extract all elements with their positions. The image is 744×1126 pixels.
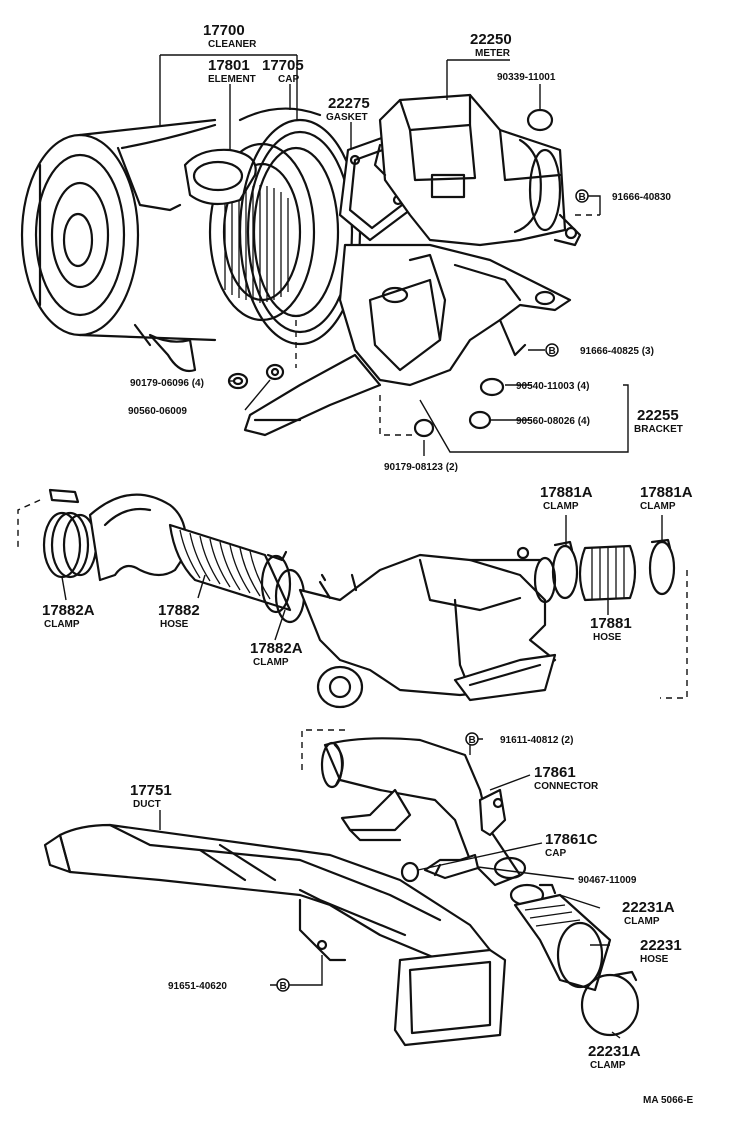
- callout-22231: 22231 HOSE: [640, 937, 682, 965]
- svg-text:17882: 17882: [158, 602, 200, 619]
- callout-17881A-left: 17881A CLAMP: [540, 484, 593, 512]
- callout-17705: 17705 CAP: [262, 57, 304, 85]
- svg-text:22231: 22231: [640, 937, 682, 954]
- svg-text:17705: 17705: [262, 57, 304, 74]
- part-90339-11001: 90339-11001: [497, 72, 556, 83]
- svg-text:22255: 22255: [637, 407, 679, 424]
- part-91651-40620: 91651-40620: [168, 981, 227, 992]
- svg-text:B: B: [280, 981, 287, 992]
- svg-text:17882A: 17882A: [250, 640, 303, 657]
- intake-hose-assembly: [17, 488, 688, 709]
- callout-17881: 17881 HOSE: [590, 615, 632, 643]
- callout-17801: 17801 ELEMENT: [208, 57, 256, 85]
- callout-22231A-bottom: 22231A CLAMP: [588, 1043, 641, 1071]
- svg-text:HOSE: HOSE: [593, 632, 622, 643]
- svg-text:17881A: 17881A: [640, 484, 693, 501]
- callout-22255: 22255 BRACKET: [634, 407, 683, 435]
- bolt-marker-91651-40620: B: [276, 978, 290, 992]
- washer-90560-06009: [265, 363, 285, 381]
- part-91611-40812: 91611-40812 (2): [500, 735, 573, 746]
- svg-text:22275: 22275: [328, 95, 370, 112]
- svg-text:DUCT: DUCT: [133, 799, 161, 810]
- bolt-marker-91666-40830: B: [575, 189, 589, 203]
- svg-text:METER: METER: [475, 48, 511, 59]
- part-90560-06009: 90560-06009: [128, 406, 187, 417]
- svg-text:HOSE: HOSE: [640, 954, 669, 965]
- part-90540-11003: 90540-11003 (4): [516, 381, 589, 392]
- svg-text:B: B: [469, 735, 476, 746]
- svg-text:17861: 17861: [534, 764, 576, 781]
- svg-text:B: B: [579, 192, 586, 203]
- svg-text:17881A: 17881A: [540, 484, 593, 501]
- svg-text:17751: 17751: [130, 782, 172, 799]
- part-90467-11009: 90467-11009: [578, 875, 637, 886]
- svg-text:B: B: [549, 346, 556, 357]
- svg-text:CAP: CAP: [278, 74, 299, 85]
- bolt-marker-91666-40825: B: [545, 343, 559, 357]
- part-91666-40825: 91666-40825 (3): [580, 346, 654, 357]
- callout-17882A-bottom: 17882A CLAMP: [250, 640, 303, 668]
- callout-17700: 17700 CLEANER: [203, 22, 257, 50]
- air-flow-meter-22250: [373, 93, 582, 247]
- part-90179-08123: 90179-08123 (2): [384, 462, 458, 473]
- callout-22250: 22250 METER: [470, 31, 512, 59]
- svg-text:GASKET: GASKET: [326, 112, 368, 123]
- svg-text:ELEMENT: ELEMENT: [208, 74, 256, 85]
- air-cleaner-assembly: [20, 93, 600, 438]
- callout-17861C: 17861C CAP: [545, 831, 598, 859]
- callout-17882A-top: 17882A CLAMP: [42, 602, 95, 630]
- duct-connector-assembly: [43, 729, 640, 1047]
- svg-text:CONNECTOR: CONNECTOR: [534, 781, 599, 792]
- svg-text:17700: 17700: [203, 22, 245, 39]
- callout-22231A-top: 22231A CLAMP: [622, 899, 675, 927]
- svg-text:22250: 22250: [470, 31, 512, 48]
- drawing-code: MA 5066-E: [643, 1095, 694, 1106]
- svg-text:HOSE: HOSE: [160, 619, 189, 630]
- svg-text:17801: 17801: [208, 57, 250, 74]
- svg-text:CLAMP: CLAMP: [253, 657, 289, 668]
- svg-text:CLAMP: CLAMP: [44, 619, 80, 630]
- leaders-section-2: [61, 515, 663, 641]
- svg-text:CLAMP: CLAMP: [640, 501, 676, 512]
- part-90179-06096: 90179-06096 (4): [130, 378, 204, 389]
- part-90560-08026: 90560-08026 (4): [516, 416, 590, 427]
- callout-17882: 17882 HOSE: [158, 602, 200, 630]
- svg-text:CLAMP: CLAMP: [624, 916, 660, 927]
- callout-17881A-right: 17881A CLAMP: [640, 484, 693, 512]
- bolt-marker-91611-40812: B: [465, 732, 479, 746]
- svg-text:BRACKET: BRACKET: [634, 424, 683, 435]
- svg-text:17882A: 17882A: [42, 602, 95, 619]
- leaders-section-1: [159, 54, 629, 456]
- svg-text:17881: 17881: [590, 615, 632, 632]
- svg-text:CLAMP: CLAMP: [543, 501, 579, 512]
- callout-22275: 22275 GASKET: [326, 95, 370, 123]
- svg-text:22231A: 22231A: [588, 1043, 641, 1060]
- svg-text:CAP: CAP: [545, 848, 566, 859]
- svg-text:CLAMP: CLAMP: [590, 1060, 626, 1071]
- part-91666-40830: 91666-40830: [612, 192, 671, 203]
- callout-17751: 17751 DUCT: [130, 782, 172, 810]
- svg-text:17861C: 17861C: [545, 831, 598, 848]
- svg-text:22231A: 22231A: [622, 899, 675, 916]
- callout-17861: 17861 CONNECTOR: [534, 764, 599, 792]
- element-17801: [183, 142, 316, 322]
- svg-text:CLEANER: CLEANER: [208, 39, 257, 50]
- bracket-22255: [243, 243, 572, 438]
